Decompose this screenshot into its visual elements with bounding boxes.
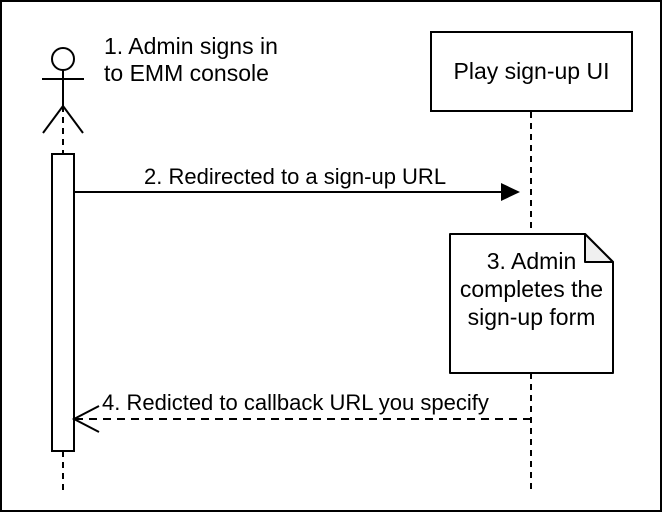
note-text-line3: sign-up form — [467, 304, 596, 330]
participant-play-signup-ui: Play sign-up UI — [430, 31, 633, 112]
note-shape — [449, 233, 614, 374]
message-redirect-arrow — [74, 183, 520, 201]
note-body — [449, 233, 614, 374]
actor-right-leg — [62, 105, 84, 134]
note-text-line2: completes the — [459, 276, 604, 302]
note-fold-corner — [584, 233, 614, 263]
note-text: 3. Admin completes the sign-up form — [450, 247, 613, 331]
message-redirect-arrowhead — [501, 183, 520, 201]
message-redirect-label: 2. Redirected to a sign-up URL — [144, 164, 447, 189]
step1-annotation-line2: to EMM console — [104, 60, 269, 86]
step1-annotation: 1. Admin signs in to EMM console — [104, 33, 278, 87]
message-callback-label: 4. Redicted to callback URL you specify — [102, 390, 489, 415]
note-text-line1: 3. Admin — [486, 248, 577, 274]
message-callback-arrow — [71, 405, 531, 433]
actor-head — [51, 47, 75, 71]
admin-actor-icon — [42, 47, 84, 134]
step1-annotation-line1: 1. Admin signs in — [104, 33, 278, 59]
message-callback-open-arrowhead — [71, 405, 100, 433]
admin-activation-bar — [51, 153, 75, 452]
participant-play-signup-ui-label: Play sign-up UI — [453, 58, 610, 84]
actor-left-leg — [42, 105, 64, 134]
